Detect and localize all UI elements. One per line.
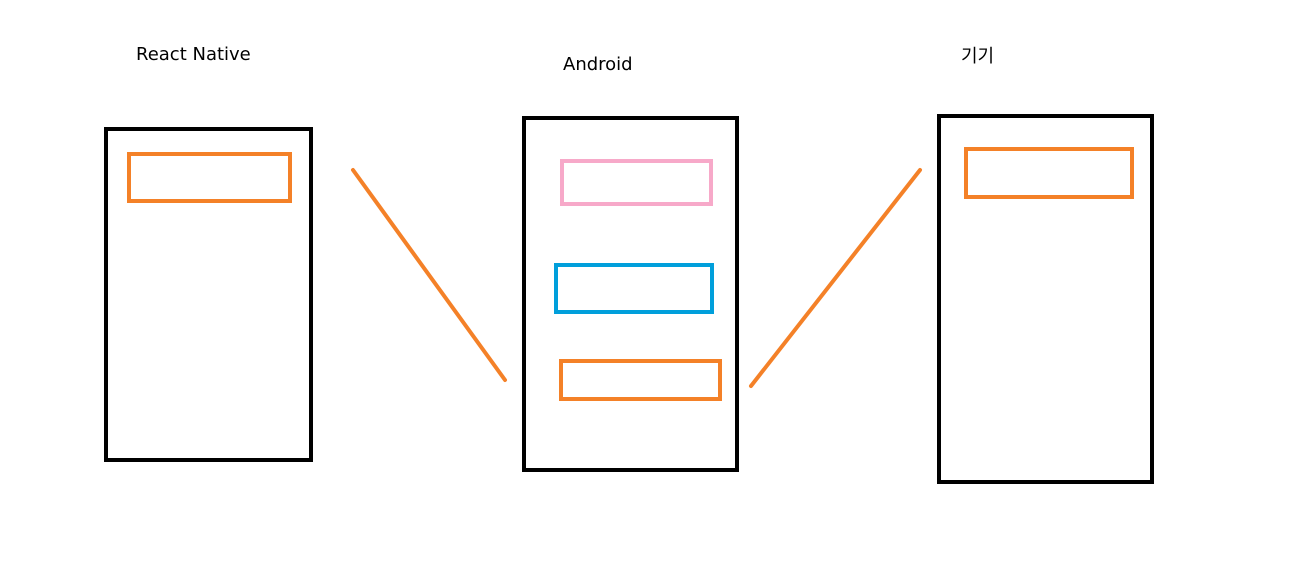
android-view-blue — [554, 263, 714, 314]
react-native-component — [127, 152, 292, 203]
device-screen — [937, 114, 1154, 484]
android-screen — [522, 116, 739, 472]
android-view-pink — [560, 159, 713, 206]
device-component — [964, 147, 1134, 199]
connector-react-native-to-android — [351, 168, 507, 382]
android-view-orange — [559, 359, 722, 401]
react-native-screen — [104, 127, 313, 462]
connector-android-to-device — [749, 168, 922, 388]
device-label: 기기 — [961, 46, 995, 67]
android-label: Android — [563, 54, 633, 75]
react-native-label: React Native — [136, 44, 251, 65]
